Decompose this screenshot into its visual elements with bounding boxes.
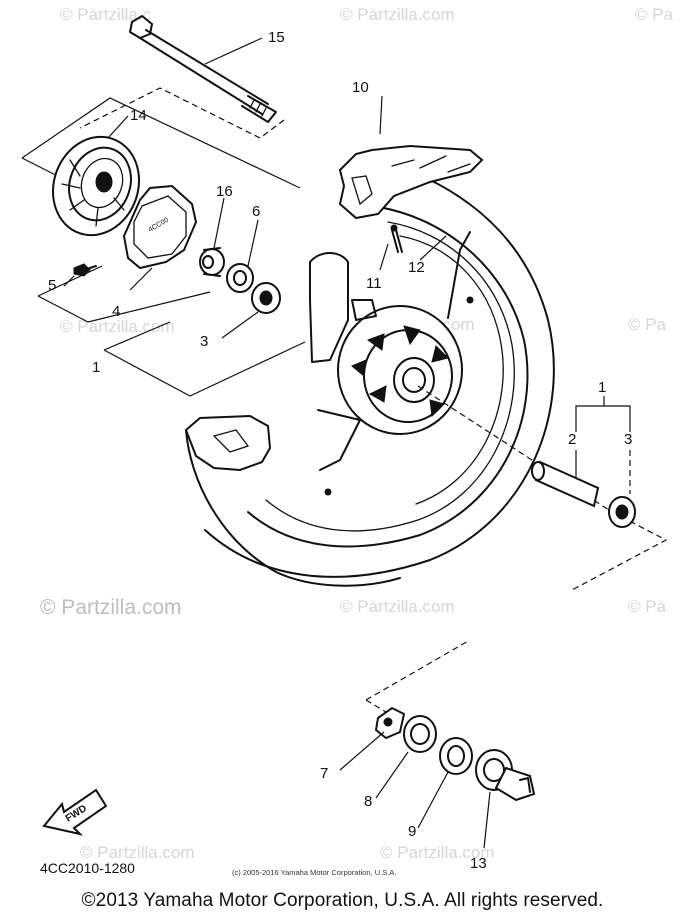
seal-part-9[interactable] bbox=[439, 737, 473, 775]
watermark: © Partzilla.com bbox=[340, 597, 455, 616]
callout-10: 10 bbox=[352, 79, 369, 96]
gear-part-8[interactable] bbox=[403, 715, 437, 753]
watermark: © Pa bbox=[628, 597, 667, 616]
callout-14: 14 bbox=[130, 107, 147, 124]
collar-part-16[interactable] bbox=[199, 247, 225, 277]
callout-12: 12 bbox=[408, 259, 425, 276]
callout-16: 16 bbox=[216, 183, 233, 200]
callout-13: 13 bbox=[470, 855, 487, 872]
callout-9: 9 bbox=[408, 823, 416, 840]
watermark: © Partzilla.c bbox=[60, 5, 151, 24]
callout-2-right: 2 bbox=[568, 431, 576, 448]
watermark: © Partzilla.com bbox=[80, 843, 195, 862]
copyright-stamp-small: (c) 2005-2016 Yamaha Motor Corporation, … bbox=[232, 868, 396, 877]
meter-gear-part-13[interactable] bbox=[475, 749, 536, 802]
diagram-code: 4CC2010-1280 bbox=[40, 860, 135, 876]
brake-cover-part-4[interactable]: 4CC00 bbox=[122, 184, 198, 270]
watermark: © Pa bbox=[628, 315, 667, 334]
bearing-left-part-3[interactable] bbox=[251, 282, 281, 314]
callout-3: 3 bbox=[200, 333, 208, 350]
callout-11: 11 bbox=[366, 275, 382, 292]
brake-plate-part-14[interactable] bbox=[39, 125, 152, 248]
callout-4: 4 bbox=[112, 303, 120, 320]
watermark: © Partzilla.com bbox=[340, 5, 455, 24]
watermark-layer: © Partzilla.c © Partzilla.com © Pa © Par… bbox=[40, 5, 674, 862]
callout-5: 5 bbox=[48, 277, 56, 294]
spacer-part-2[interactable] bbox=[531, 460, 600, 508]
watermark: © Pa bbox=[635, 5, 674, 24]
bolt-part-5[interactable] bbox=[73, 263, 97, 277]
oil-seal-part-6[interactable] bbox=[226, 263, 254, 293]
retainer-part-7[interactable] bbox=[374, 706, 406, 740]
callout-1-right: 1 bbox=[598, 379, 606, 396]
callout-6: 6 bbox=[252, 203, 260, 220]
watermark-main: © Partzilla.com bbox=[40, 596, 182, 619]
callout-3-right: 3 bbox=[624, 431, 632, 448]
callout-1: 1 bbox=[92, 359, 100, 376]
bearing-right-part-3[interactable] bbox=[608, 496, 636, 528]
callout-8: 8 bbox=[364, 793, 372, 810]
footer-copyright: ©2013 Yamaha Motor Corporation, U.S.A. A… bbox=[81, 890, 604, 911]
rear-wheel[interactable] bbox=[184, 144, 555, 587]
fwd-arrow-icon: FWD bbox=[42, 788, 108, 836]
callout-15: 15 bbox=[268, 29, 285, 46]
axle-part-15[interactable] bbox=[129, 15, 277, 123]
callout-7: 7 bbox=[320, 765, 328, 782]
watermark: © Partzilla.com bbox=[380, 843, 495, 862]
